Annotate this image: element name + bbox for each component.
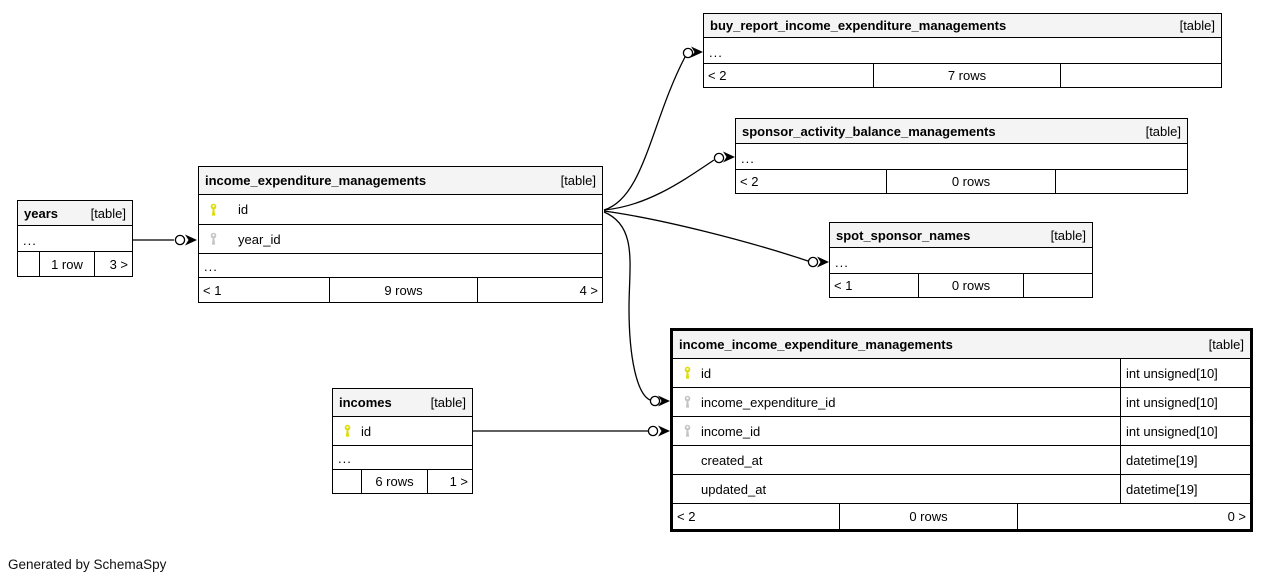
edge-id-to-buy_report bbox=[603, 46, 703, 211]
footer-children: 3 > bbox=[94, 252, 132, 276]
ellipsis-row: ... bbox=[736, 144, 1187, 170]
ellipsis-row: ... bbox=[199, 254, 602, 278]
column-name: year_id bbox=[238, 231, 281, 247]
table-type-tag: [table] bbox=[560, 173, 596, 188]
table-type-tag: [table] bbox=[1208, 337, 1244, 352]
table-years-footer: 1 row 3 > bbox=[18, 252, 132, 276]
primary-key-icon bbox=[682, 366, 693, 380]
column-name: updated_at bbox=[701, 481, 767, 497]
footer-row-count: 1 row bbox=[39, 252, 94, 276]
column-type: datetime[19] bbox=[1120, 475, 1250, 503]
table-incomes[interactable]: incomes [table] id ... 6 rows 1 > bbox=[332, 388, 473, 494]
table-name: years bbox=[24, 205, 58, 221]
footer-parents bbox=[18, 252, 39, 276]
footer-row-count: 7 rows bbox=[873, 64, 1060, 87]
column-row-income_id: income_id int unsigned[10] bbox=[673, 417, 1250, 446]
edge-id-to-spot_sponsor_names bbox=[603, 210, 829, 268]
column-type: int unsigned[10] bbox=[1120, 359, 1250, 387]
column-row-income_expenditure_id: income_expenditure_id int unsigned[10] bbox=[673, 388, 1250, 417]
footer-row-count: 9 rows bbox=[329, 278, 477, 302]
table-buy_report-header[interactable]: buy_report_income_expenditure_management… bbox=[704, 14, 1221, 38]
table-years[interactable]: years [table] ... 1 row 3 > bbox=[17, 200, 133, 277]
footer-children bbox=[1060, 64, 1221, 87]
table-name: incomes bbox=[339, 395, 392, 410]
table-spot_sponsor_names-header[interactable]: spot_sponsor_names [table] bbox=[830, 223, 1092, 248]
column-row-created_at: created_at datetime[19] bbox=[673, 446, 1250, 475]
column-name: created_at bbox=[701, 452, 763, 468]
table-income_income_expenditure_managements[interactable]: income_income_expenditure_managements [t… bbox=[670, 328, 1253, 532]
ellipsis-row: ... bbox=[830, 248, 1092, 274]
table-buy_report-footer: < 2 7 rows bbox=[704, 64, 1221, 87]
footer-row-count: 6 rows bbox=[361, 470, 427, 493]
footer-parents: < 1 bbox=[203, 282, 222, 298]
primary-key-icon bbox=[342, 424, 353, 438]
table-spot_sponsor_names[interactable]: spot_sponsor_names [table] ... < 1 0 row… bbox=[829, 222, 1093, 298]
table-years-header[interactable]: years [table] bbox=[18, 201, 132, 226]
table-type-tag: [table] bbox=[1050, 227, 1086, 243]
table-type-tag: [table] bbox=[1145, 123, 1181, 139]
table-income_income_expenditure_managements-header[interactable]: income_income_expenditure_managements [t… bbox=[673, 331, 1250, 359]
footer-children bbox=[1023, 274, 1092, 297]
footer-children: 0 > bbox=[1017, 504, 1250, 529]
footer-children: 4 > bbox=[477, 278, 602, 302]
table-sponsor_activity-header[interactable]: sponsor_activity_balance_managements [ta… bbox=[736, 119, 1187, 144]
edge-id-to-income_expenditure_id bbox=[603, 211, 670, 407]
table-income_expenditure_managements-footer: < 1 9 rows 4 > bbox=[199, 278, 602, 302]
foreign-key-icon bbox=[682, 424, 693, 438]
footer-parents: < 2 bbox=[740, 174, 759, 189]
table-spot_sponsor_names-footer: < 1 0 rows bbox=[830, 274, 1092, 297]
edge-id-to-sponsor_activity bbox=[603, 151, 735, 211]
footer-children bbox=[1055, 170, 1187, 193]
column-name: id bbox=[238, 202, 249, 217]
no-key-spacer bbox=[682, 482, 693, 496]
ellipsis-row: ... bbox=[704, 38, 1221, 64]
footer-parents: < 1 bbox=[834, 278, 853, 293]
table-sponsor_activity-footer: < 2 0 rows bbox=[736, 170, 1187, 193]
footer-row-count: 0 rows bbox=[918, 274, 1023, 297]
column-row-id: id bbox=[199, 195, 602, 225]
column-row-updated_at: updated_at datetime[19] bbox=[673, 475, 1250, 504]
table-name: income_expenditure_managements bbox=[205, 173, 427, 188]
column-name: income_id bbox=[701, 423, 761, 439]
edge-years-to-year_id bbox=[133, 234, 197, 246]
footer-parents: < 2 bbox=[677, 509, 696, 524]
table-buy_report_income_expenditure_managements[interactable]: buy_report_income_expenditure_management… bbox=[703, 13, 1222, 88]
table-name: buy_report_income_expenditure_management… bbox=[710, 18, 1007, 33]
table-name: income_income_expenditure_managements bbox=[679, 337, 953, 352]
table-income_expenditure_managements-header[interactable]: income_expenditure_managements [table] bbox=[199, 167, 602, 195]
no-key-spacer bbox=[682, 453, 693, 467]
table-incomes-footer: 6 rows 1 > bbox=[333, 470, 472, 493]
table-name: sponsor_activity_balance_managements bbox=[742, 123, 996, 139]
column-type: int unsigned[10] bbox=[1120, 388, 1250, 416]
table-type-tag: [table] bbox=[1179, 18, 1215, 33]
column-name: income_expenditure_id bbox=[701, 394, 836, 410]
ellipsis-row: ... bbox=[18, 226, 132, 252]
edge-incomes-to-income_id bbox=[473, 425, 670, 437]
ellipsis-row: ... bbox=[333, 446, 472, 470]
column-name: id bbox=[361, 423, 372, 439]
table-type-tag: [table] bbox=[90, 205, 126, 221]
footer-row-count: 0 rows bbox=[886, 170, 1055, 193]
table-income_income_expenditure_managements-footer: < 2 0 rows 0 > bbox=[673, 504, 1250, 529]
column-row-id: id bbox=[333, 417, 472, 446]
table-income_expenditure_managements[interactable]: income_expenditure_managements [table] i… bbox=[198, 166, 603, 303]
table-type-tag: [table] bbox=[430, 395, 466, 410]
generated-by-note: Generated by SchemaSpy bbox=[8, 557, 167, 572]
footer-children: 1 > bbox=[427, 470, 472, 493]
column-type: int unsigned[10] bbox=[1120, 417, 1250, 445]
footer-parents: < 2 bbox=[708, 68, 727, 83]
column-name: id bbox=[701, 365, 712, 381]
footer-parents bbox=[333, 470, 361, 493]
foreign-key-icon bbox=[208, 232, 219, 246]
column-row-year_id: year_id bbox=[199, 225, 602, 254]
primary-key-icon bbox=[208, 203, 219, 217]
footer-row-count: 0 rows bbox=[839, 504, 1017, 529]
table-name: spot_sponsor_names bbox=[836, 227, 971, 243]
column-type: datetime[19] bbox=[1120, 446, 1250, 474]
table-incomes-header[interactable]: incomes [table] bbox=[333, 389, 472, 417]
foreign-key-icon bbox=[682, 395, 693, 409]
column-row-id: id int unsigned[10] bbox=[673, 359, 1250, 388]
table-sponsor_activity_balance_managements[interactable]: sponsor_activity_balance_managements [ta… bbox=[735, 118, 1188, 194]
